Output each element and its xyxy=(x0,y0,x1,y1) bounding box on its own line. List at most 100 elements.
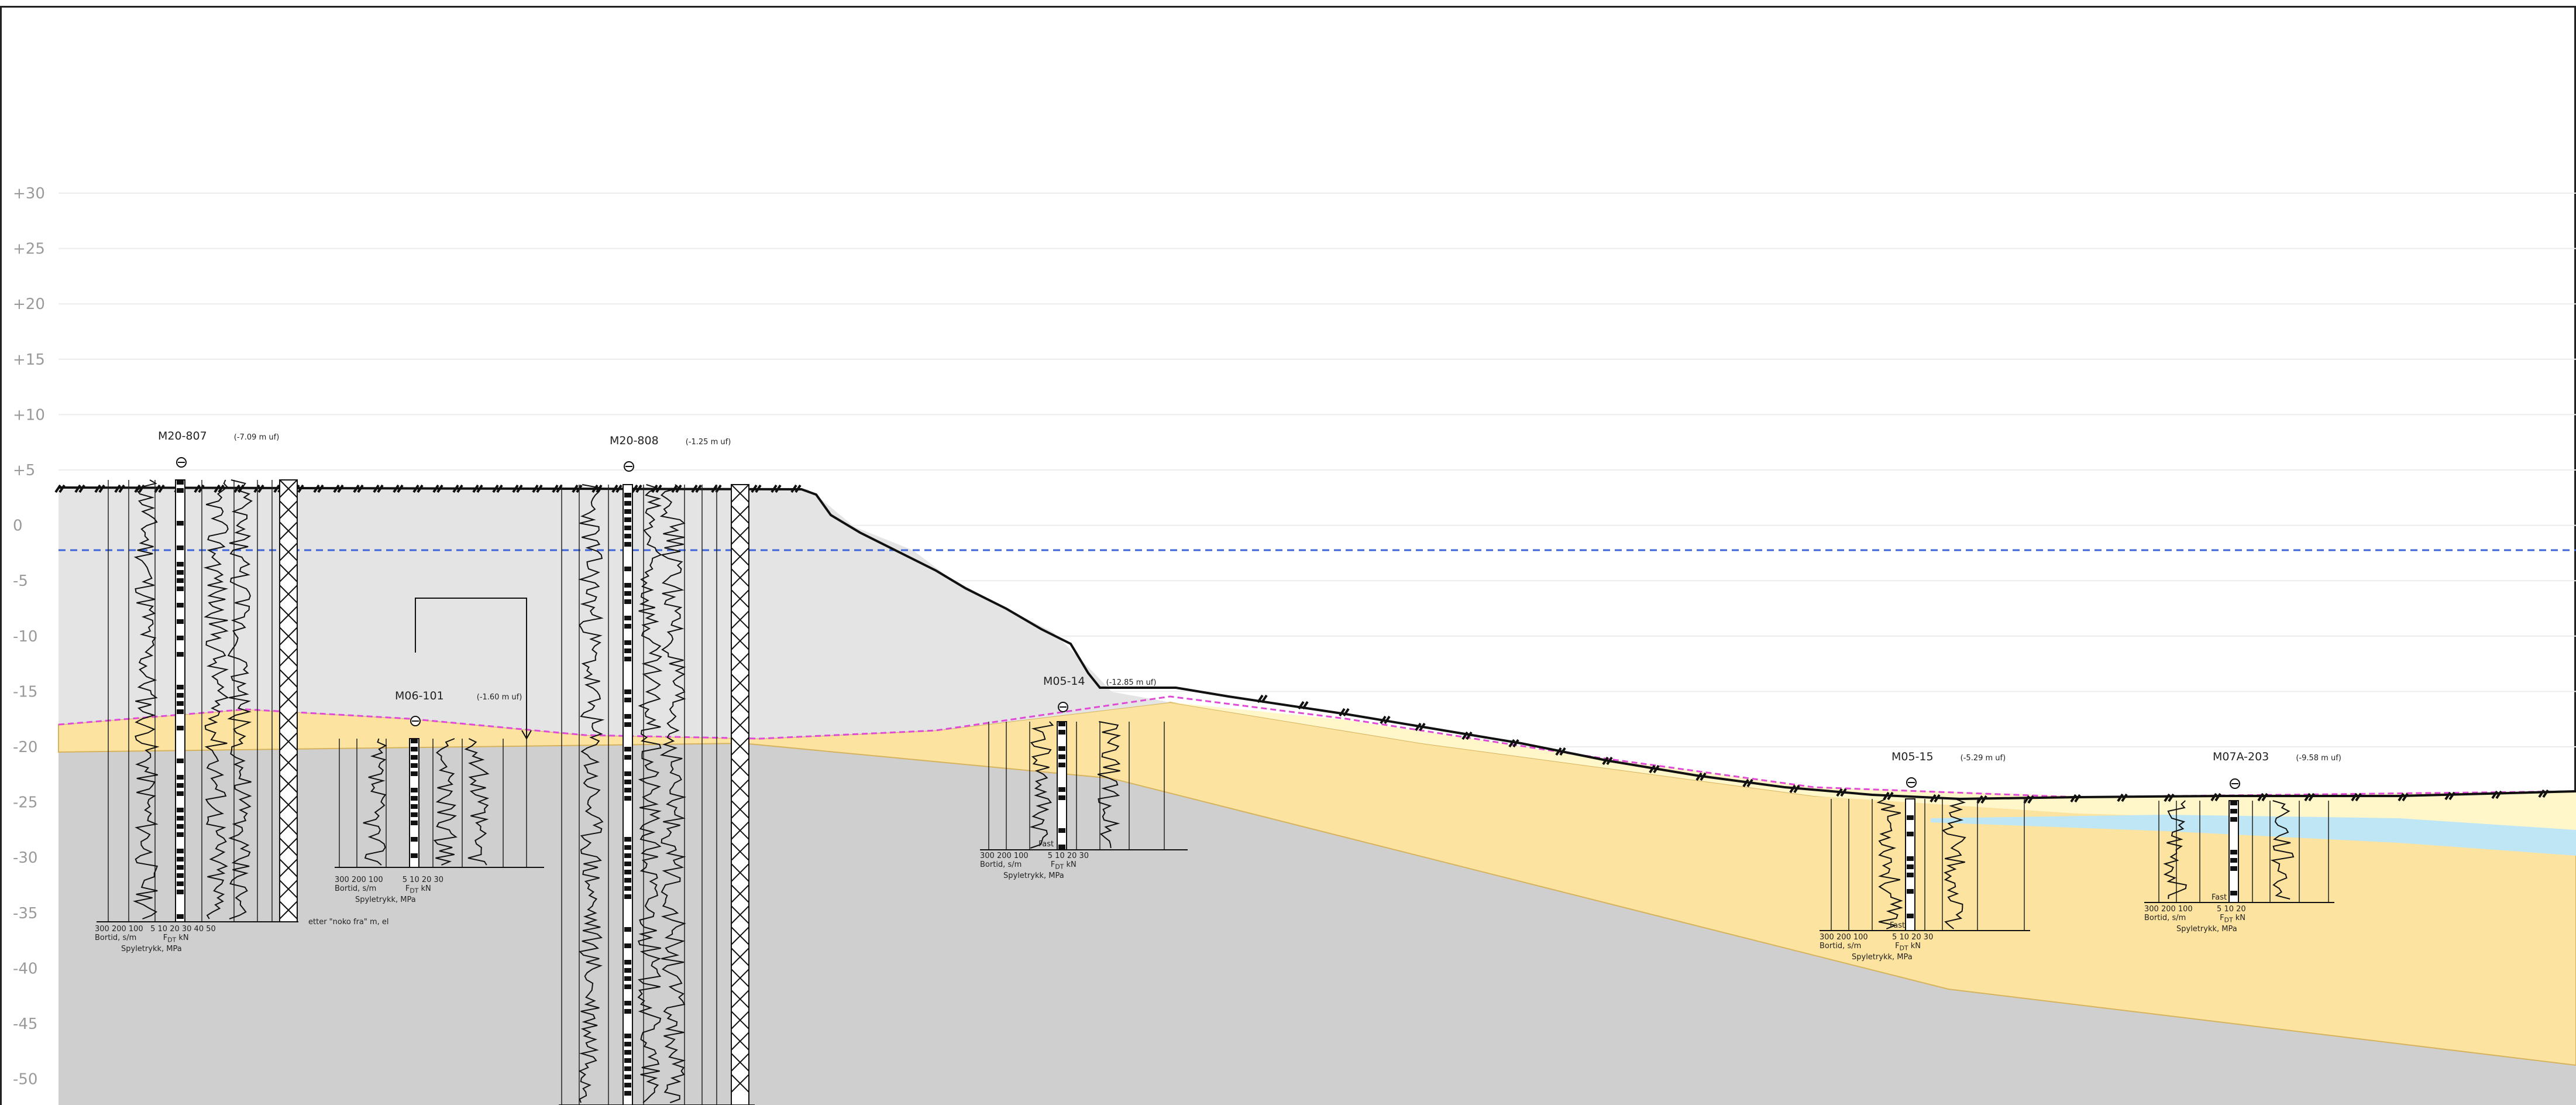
sample-x-mark xyxy=(279,859,298,877)
hatch-tick xyxy=(775,484,782,493)
borehole-label-M06-101[interactable]: M06-101 (-1.60 m uf) xyxy=(395,689,522,702)
hatch-tick xyxy=(2070,794,2077,803)
hatch-tick xyxy=(1384,715,1391,725)
log-band xyxy=(177,783,184,788)
log-trace xyxy=(133,479,160,919)
log-band xyxy=(624,943,631,948)
log-band xyxy=(177,488,184,493)
log-band xyxy=(624,493,631,497)
kn-label: kN xyxy=(1066,860,1077,869)
kn-label: kN xyxy=(2235,914,2245,922)
fast-label: Fast xyxy=(1038,840,1054,849)
sample-x-mark xyxy=(279,732,298,751)
log-trace xyxy=(2270,800,2295,900)
elevation-tick-label: -10 xyxy=(13,628,37,646)
log-band xyxy=(624,780,631,784)
hatch-tick xyxy=(397,484,404,493)
borehole-M07A-203[interactable] xyxy=(2144,778,2334,903)
pdt-scale: 5 10 20 30 xyxy=(1047,852,1089,860)
log-band xyxy=(1058,795,1065,800)
sample-x-mark xyxy=(279,838,298,856)
log-band xyxy=(1058,722,1065,726)
hatch-tick xyxy=(1976,795,1983,804)
log-band xyxy=(624,960,631,965)
hatch-tick xyxy=(2495,790,2502,799)
hatch-tick xyxy=(492,484,499,493)
borehole-note: (-7.09 m uf) xyxy=(233,433,280,442)
log-band xyxy=(411,821,418,825)
hatch-tick xyxy=(373,484,380,493)
log-band xyxy=(624,1009,631,1014)
elevation-tick-label: -30 xyxy=(13,849,37,867)
borehole-label-M05-15[interactable]: M05-15 (-5.29 m uf) xyxy=(1891,750,2006,763)
log-band xyxy=(624,517,631,522)
sample-x-mark xyxy=(279,753,298,772)
hatch-tick xyxy=(337,484,344,493)
log-band xyxy=(2230,809,2237,814)
hatch-tick xyxy=(1415,722,1422,732)
borehole-label-M05-14[interactable]: M05-14 (-12.85 m uf) xyxy=(1043,675,1156,688)
sample-x-mark xyxy=(731,1074,749,1093)
log-trace xyxy=(578,484,605,1103)
hatch-tick xyxy=(1836,788,1843,797)
log-trace xyxy=(1029,721,1054,849)
sample-x-mark xyxy=(731,779,749,798)
borehole-label-M20-807[interactable]: M20-807 (-7.09 m uf) xyxy=(158,430,279,442)
sample-x-mark xyxy=(731,758,749,777)
hatch-tick xyxy=(2351,792,2358,802)
hatch-tick xyxy=(297,484,304,493)
borehole-label-M20-808[interactable]: M20-808 (-1.25 m uf) xyxy=(610,434,731,447)
hatch-tick xyxy=(751,484,758,493)
borehole-id: M20-807 xyxy=(158,430,207,442)
seabed-line xyxy=(58,695,2576,798)
log-trace xyxy=(659,484,687,1103)
spyle-label: Spyletrykk, MPa xyxy=(2176,924,2237,934)
sample-x-mark xyxy=(731,863,749,882)
spyle-label: Spyletrykk, MPa xyxy=(1003,871,1064,880)
hatch-tick xyxy=(552,484,559,493)
log-band xyxy=(624,509,631,514)
sample-x-mark xyxy=(731,716,749,735)
bortid-label: Bortid, s/m xyxy=(95,934,137,942)
bortid-label: Bortid, s/m xyxy=(1820,942,1862,950)
borehole-M05-14[interactable] xyxy=(980,702,1188,850)
log-band xyxy=(177,521,184,526)
sample-x-mark xyxy=(731,948,749,966)
log-band xyxy=(411,755,418,760)
hatch-tick xyxy=(771,484,778,493)
sample-x-mark xyxy=(279,564,298,582)
borehole-M20-808[interactable] xyxy=(559,461,755,1105)
hatch-tick xyxy=(1339,708,1346,717)
hatch-tick xyxy=(651,484,658,493)
borehole-M20-807[interactable] xyxy=(97,457,298,922)
log-band xyxy=(2230,817,2237,822)
hatch-tick xyxy=(1419,722,1426,732)
borehole-M06-101[interactable] xyxy=(335,716,544,868)
sample-strip xyxy=(279,479,298,922)
elevation-tick-label: -50 xyxy=(13,1071,37,1089)
log-band xyxy=(411,796,418,801)
log-band xyxy=(1058,845,1065,849)
hatch-tick xyxy=(2074,794,2081,803)
hatch-tick xyxy=(2164,793,2171,802)
hatch-tick xyxy=(377,484,384,493)
log-band xyxy=(624,976,631,981)
log-band xyxy=(624,1083,631,1087)
log-band xyxy=(624,894,631,899)
log-band xyxy=(624,1066,631,1071)
bortid-scale: 300 200 100 xyxy=(980,852,1029,860)
log-band xyxy=(177,791,184,796)
log-band xyxy=(411,771,418,776)
fast-label: Fast xyxy=(1890,921,1906,930)
borehole-M05-15[interactable] xyxy=(1820,777,2030,931)
pdt-label: F xyxy=(2220,914,2224,922)
hatch-tick xyxy=(59,484,66,493)
log-band xyxy=(624,689,631,694)
borehole-label-M07A-203[interactable]: M07A-203 (-9.58 m uf) xyxy=(2213,750,2341,763)
log-band xyxy=(177,914,184,919)
terrain-profile xyxy=(58,486,2576,801)
hatch-tick xyxy=(591,484,599,493)
log-band xyxy=(624,984,631,989)
log-band xyxy=(1907,864,1914,869)
elevation-tick-label: +5 xyxy=(13,462,35,479)
